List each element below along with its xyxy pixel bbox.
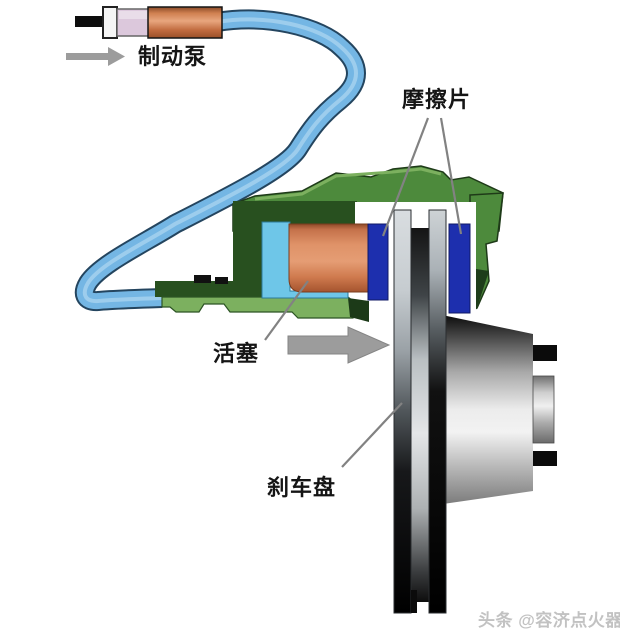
hub-cone [442, 315, 533, 504]
cutaway-sliver-mid [446, 204, 449, 312]
bleeder-screw-2 [215, 277, 228, 284]
label-brake-pump: 制动泵 [138, 44, 207, 69]
leader-brake-disc [341, 402, 403, 468]
leader-friction-pad-right [439, 117, 463, 235]
caliper-piston [288, 223, 369, 293]
cutaway-sliver-right [470, 202, 476, 312]
label-brake-disc: 刹车盘 [267, 475, 336, 500]
disc-center-channel [411, 228, 429, 602]
friction-pad-outer [448, 223, 471, 314]
brake-hose [74, 9, 366, 312]
friction-pads [367, 223, 471, 314]
pump-cylinder [147, 6, 223, 39]
hub-center-shaft [532, 375, 555, 444]
pump-mount-flange [102, 6, 118, 39]
disc-plate-left [393, 209, 412, 614]
pump-flow-arrow-icon [66, 47, 125, 66]
hose-highlight [82, 17, 358, 304]
wheel-stud-bottom [533, 451, 557, 466]
caliper-inlet-channel [155, 281, 233, 297]
disc-bottom-lug [411, 590, 417, 613]
leader-piston [264, 280, 309, 341]
leader-friction-pad-left [381, 117, 430, 237]
label-piston: 活塞 [213, 341, 259, 366]
wheel-stud-top [533, 345, 557, 361]
cutaway-sliver-left [388, 204, 394, 302]
label-friction-pad: 摩擦片 [402, 87, 471, 112]
labels: 制动泵 摩擦片 活塞 刹车盘 [138, 44, 471, 500]
bleeder-screw [194, 275, 211, 283]
clamp-direction-arrow-icon [287, 326, 391, 364]
wheel-hub [442, 315, 557, 504]
caliper-lower-shadow [348, 298, 369, 322]
caliper-bridge-highlight [254, 167, 442, 201]
arrows [66, 47, 391, 364]
brake-disc [393, 209, 447, 614]
brake-pump-assembly [75, 6, 223, 39]
pump-piston-highlight [119, 11, 148, 19]
watermark-text: 头条 @容济点火器 [478, 610, 620, 630]
disc-plate-right [428, 209, 447, 614]
friction-pad-inner [367, 223, 389, 301]
leader-lines [264, 117, 463, 468]
